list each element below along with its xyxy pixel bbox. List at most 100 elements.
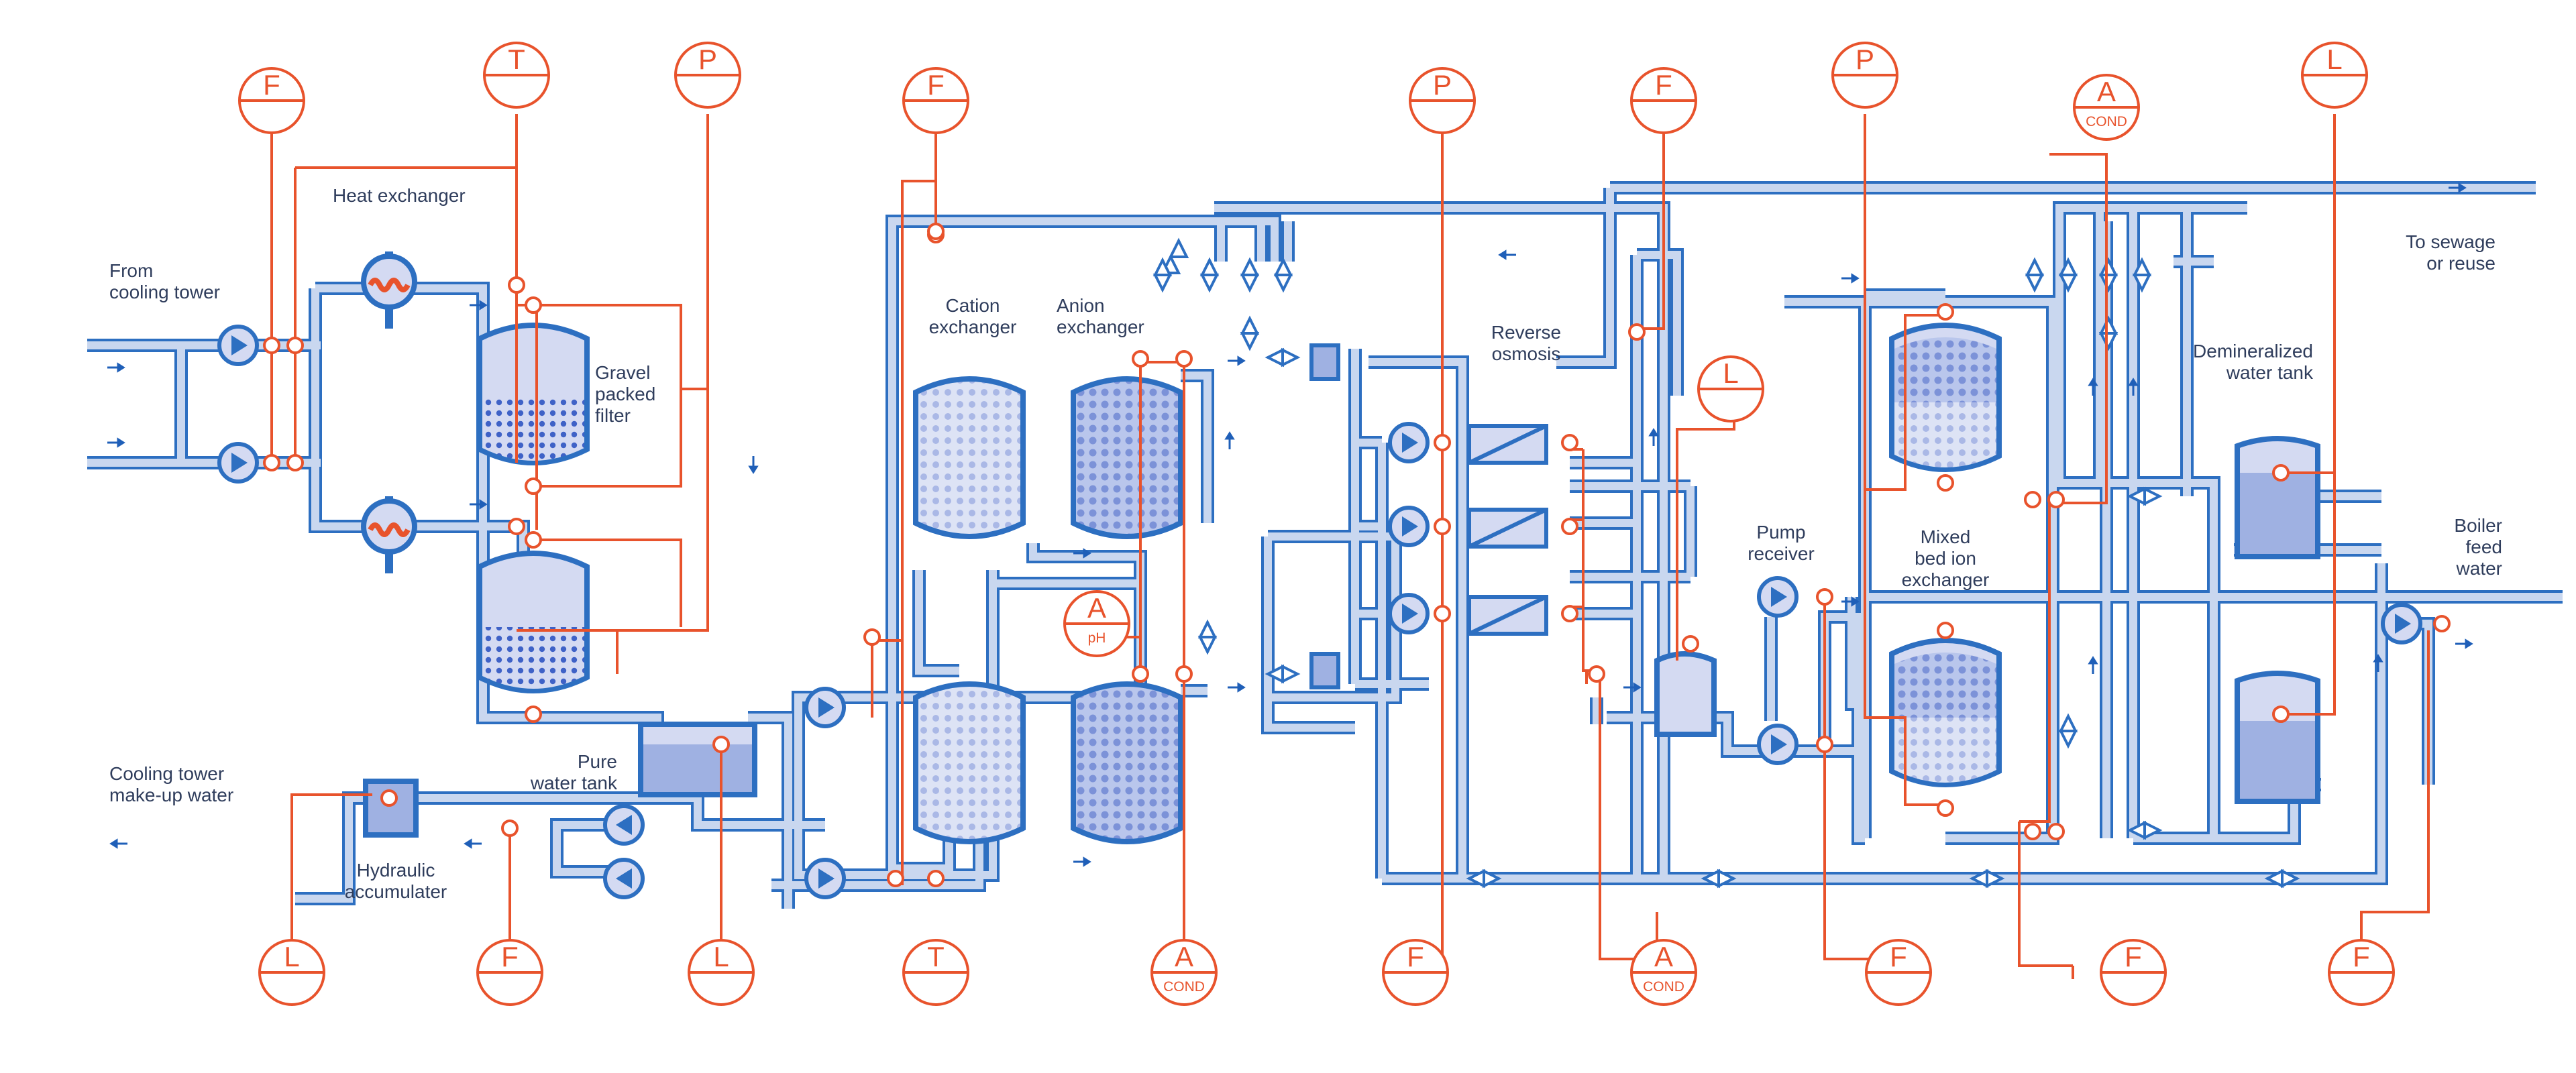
instrument-subtype: pH [1088, 630, 1106, 646]
instrument-letter: L [2326, 44, 2342, 75]
anion-exchanger-bottom [1071, 681, 1183, 844]
instrument-subtype: COND [1643, 979, 1684, 995]
instrument-bot-a2: A COND [1630, 939, 1697, 1006]
instrument-bot-f2: F [1382, 939, 1449, 1006]
label-boiler-feed-water: Boiler feed water [2454, 515, 2502, 579]
instrument-mid-ph: ApH [1063, 590, 1130, 657]
instrument-subtype: COND [1163, 979, 1205, 995]
piping-network [87, 181, 2563, 909]
pump-ion-1 [804, 687, 846, 728]
instrument-subtype: COND [2086, 114, 2127, 129]
cation-exchanger-bottom [913, 681, 1026, 844]
instrument-bot-f4: F [2100, 939, 2167, 1006]
instrument-top-a: A COND [2073, 74, 2140, 141]
filter-block-top [1309, 343, 1340, 381]
valve-1 [1160, 237, 1189, 274]
pump-inlet-1 [217, 325, 259, 366]
instrument-letter: P [698, 44, 717, 75]
instrument-top-t: T [483, 42, 550, 109]
instrument-letter: A [1087, 592, 1106, 624]
instrument-top-l: L [2301, 42, 2368, 109]
instrument-letter: F [2353, 941, 2370, 972]
instrument-bot-a1: A COND [1150, 939, 1218, 1006]
cation-exchanger-top [913, 376, 1026, 539]
reverse-osmosis-units [1467, 424, 1548, 636]
instrument-letter: A [1175, 941, 1193, 972]
instrument-letter: L [1723, 357, 1738, 389]
pump-makeup-2 [603, 858, 645, 899]
instrument-letter: L [284, 941, 299, 972]
instrument-letter: P [1856, 44, 1874, 75]
label-from-cooling-tower: From cooling tower [109, 260, 220, 302]
instrument-bot-f1: F [476, 939, 543, 1006]
pump-receiver-2 [1757, 724, 1799, 765]
instrument-mid-l: L [1697, 355, 1764, 422]
instrument-letter: F [263, 69, 280, 101]
instrument-bot-l2: L [688, 939, 755, 1006]
pump-receiver-1 [1757, 576, 1799, 618]
heat-exchanger-bottom [361, 496, 417, 573]
instrument-top-p3: P [1831, 42, 1898, 109]
pump-ro-3 [1388, 593, 1430, 634]
pure-water-tank [638, 722, 757, 797]
mixed-bed-exchanger-top [1889, 323, 2002, 472]
instrument-bot-l1: L [258, 939, 325, 1006]
label-reverse-osmosis: Reverse osmosis [1491, 322, 1562, 364]
label-hydraulic-accumulater: Hydraulic accumulater [344, 860, 447, 902]
pump-makeup-1 [603, 804, 645, 846]
instrument-letter: F [1407, 941, 1424, 972]
heat-exchanger-top [361, 251, 417, 329]
valve-cluster-left [1152, 257, 1293, 351]
valve-cluster-right [2025, 257, 2152, 749]
pump-ion-2 [804, 858, 846, 899]
label-mixed-bed: Mixed bed ion exchanger [1901, 526, 1990, 590]
instrument-letter: T [508, 44, 525, 75]
mixed-bed-exchanger-bottom [1889, 638, 2002, 787]
hydraulic-accumulator [363, 779, 419, 838]
instrument-letter: T [927, 941, 945, 972]
valves-horizontal [1265, 347, 2300, 889]
label-cation-exchanger: Cation exchanger [928, 295, 1017, 337]
label-gravel-packed-filter: Gravel packed filter [595, 362, 656, 426]
instrument-letter: P [1433, 69, 1452, 101]
instruments: F T P F P F P A COND L ApH L L F L T A COND F A COND F F F [238, 42, 2395, 1006]
gravel-filter-top [477, 323, 590, 465]
instrument-letter: F [1655, 69, 1672, 101]
instrument-letter: F [927, 69, 945, 101]
label-heat-exchanger: Heat exchanger [333, 185, 466, 206]
instrument-top-f1: F [238, 67, 305, 134]
label-pure-water-tank: Pure water tank [530, 751, 617, 793]
instrument-bot-f3: F [1865, 939, 1932, 1006]
instrument-letter: A [1654, 941, 1673, 972]
pump-ro-2 [1388, 506, 1430, 547]
instrument-top-f2: F [902, 67, 969, 134]
instrument-top-p1: P [674, 42, 741, 109]
pump-receiver-vessel [1654, 651, 1717, 737]
instrument-top-f3: F [1630, 67, 1697, 134]
label-cooling-tower-makeup: Cooling tower make-up water [109, 763, 234, 805]
demineralized-tank-bottom [2235, 671, 2320, 804]
instrument-letter: F [2125, 941, 2142, 972]
demineralized-tank-top [2235, 436, 2320, 559]
valves [1152, 237, 2300, 889]
instrument-letter: F [1890, 941, 1907, 972]
sensor-taps [263, 223, 2451, 887]
label-anion-exchanger: Anion exchanger [1057, 295, 1144, 337]
pump-inlet-2 [217, 442, 259, 484]
label-demineralized-water-tank: Demineralized water tank [2193, 341, 2313, 383]
anion-exchanger-top [1071, 376, 1183, 539]
instrument-bot-t: T [902, 939, 969, 1006]
pump-boiler-feed [2381, 603, 2422, 644]
pumps [217, 325, 2422, 899]
instrument-bot-f5: F [2328, 939, 2395, 1006]
filter-block-bottom [1309, 652, 1340, 689]
instrument-letter: A [2097, 76, 2116, 107]
gravel-filter-bottom [477, 551, 590, 693]
instrument-letter: L [713, 941, 729, 972]
label-to-sewage: To sewage or reuse [2406, 231, 2496, 274]
instrument-letter: F [501, 941, 519, 972]
pump-ro-1 [1388, 422, 1430, 463]
valve-cluster-mid [1197, 619, 1218, 655]
